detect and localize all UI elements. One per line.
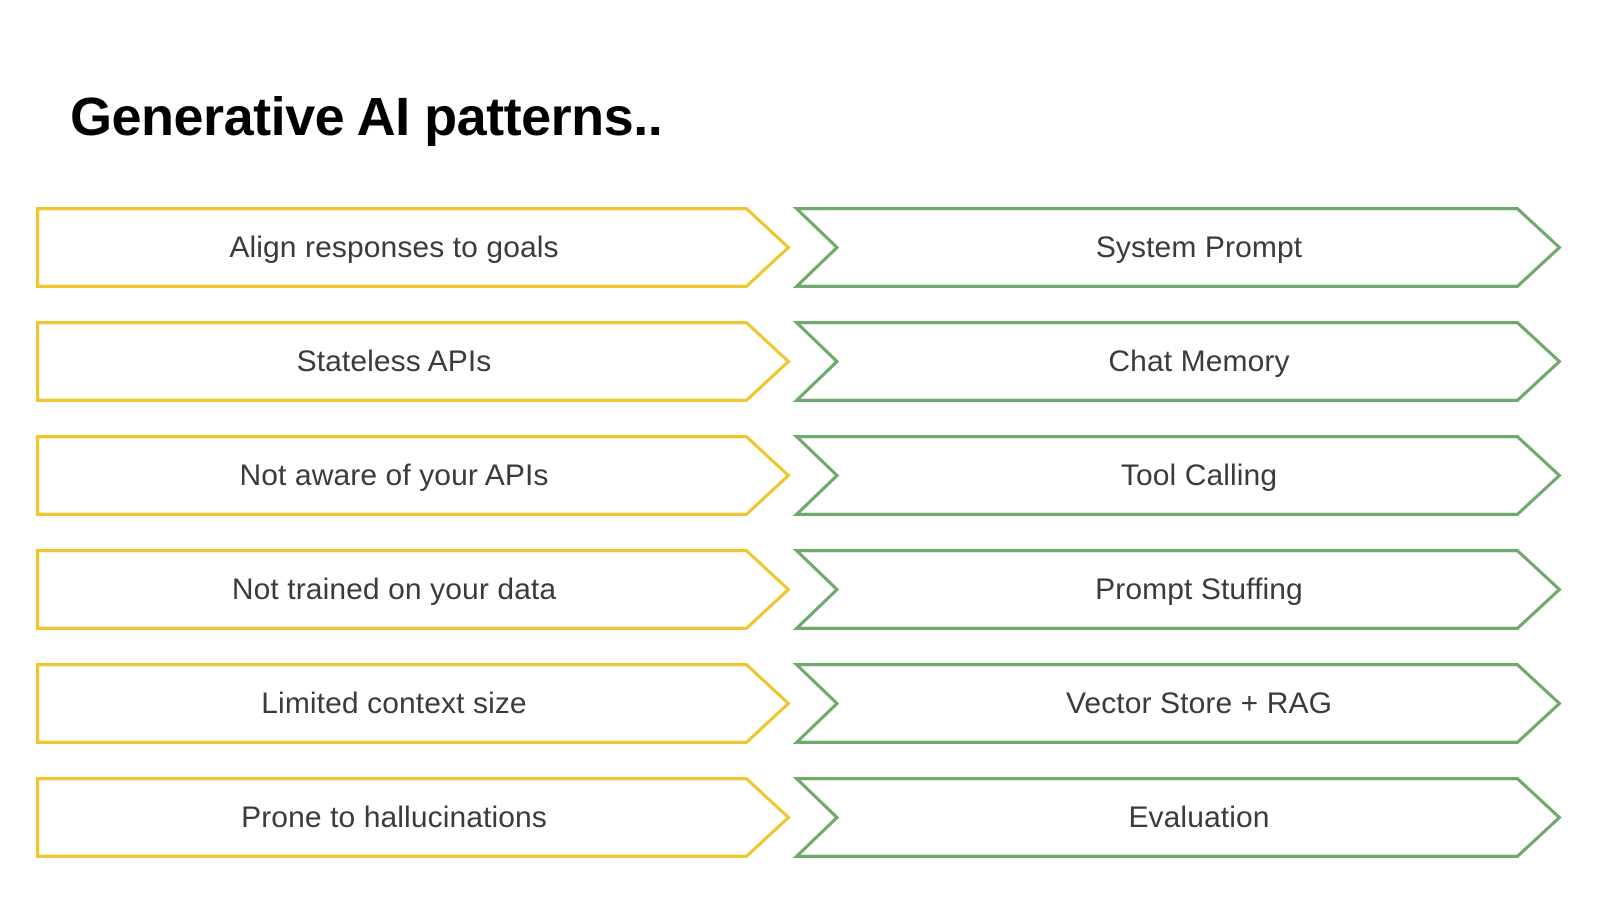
solution-arrow-shape [792, 435, 1562, 517]
problem-arrow-shape [36, 321, 791, 403]
problem-arrow[interactable]: Limited context size [36, 663, 791, 745]
problem-arrow[interactable]: Stateless APIs [36, 321, 791, 403]
problem-arrow[interactable]: Align responses to goals [36, 207, 791, 289]
solution-arrow-shape [792, 207, 1562, 289]
problem-arrow-shape [36, 435, 791, 517]
solution-arrow-shape [792, 549, 1562, 631]
solution-arrow[interactable]: Prompt Stuffing [792, 549, 1562, 631]
solution-arrow-shape [792, 321, 1562, 403]
solution-arrow[interactable]: Tool Calling [792, 435, 1562, 517]
problem-arrow-shape [36, 663, 791, 745]
solution-arrow[interactable]: Chat Memory [792, 321, 1562, 403]
page-title: Generative AI patterns.. [70, 87, 663, 147]
solution-arrow[interactable]: Vector Store + RAG [792, 663, 1562, 745]
solution-arrow[interactable]: System Prompt [792, 207, 1562, 289]
problem-arrow[interactable]: Not trained on your data [36, 549, 791, 631]
solution-arrow-shape [792, 777, 1562, 859]
solution-arrow-shape [792, 663, 1562, 745]
problem-arrow-shape [36, 777, 791, 859]
solution-arrow[interactable]: Evaluation [792, 777, 1562, 859]
problem-arrow[interactable]: Prone to hallucinations [36, 777, 791, 859]
problem-arrow-shape [36, 549, 791, 631]
problem-arrow[interactable]: Not aware of your APIs [36, 435, 791, 517]
problem-arrow-shape [36, 207, 791, 289]
